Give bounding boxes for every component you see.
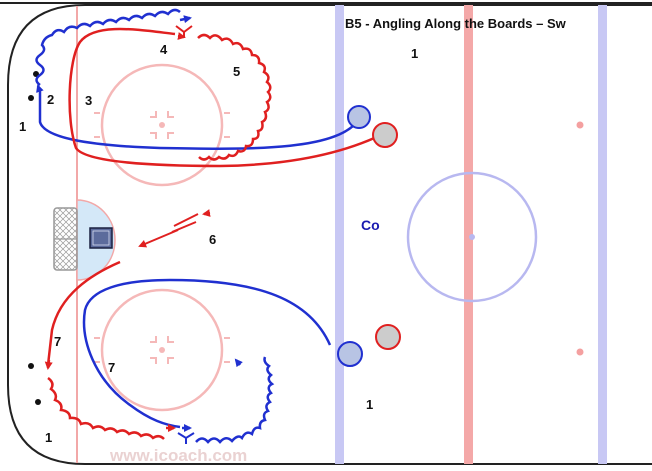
- label-2: 2: [47, 92, 54, 107]
- player-blue-top: [347, 105, 371, 129]
- neutral-dot-bottom: [576, 348, 584, 356]
- far-blue-line: [598, 5, 607, 464]
- player-red-top: [372, 122, 398, 148]
- puck: [28, 363, 34, 369]
- center-dot: [469, 234, 475, 240]
- diagram-title: B5 - Angling Along the Boards – Sw: [345, 16, 567, 31]
- red-path-bottom: [44, 260, 176, 440]
- label-3: 3: [85, 93, 92, 108]
- watermark: www.icoach.com: [109, 446, 247, 465]
- label-4: 4: [160, 42, 168, 57]
- rink-boards: [7, 4, 652, 465]
- label-7-blue: 7: [108, 360, 115, 375]
- red-path-top: [68, 25, 384, 217]
- pass-arrows: [138, 213, 199, 248]
- blue-path-top: [35, 8, 362, 150]
- puck: [35, 399, 41, 405]
- label-6: 6: [209, 232, 216, 247]
- goalie-marker: [89, 227, 113, 249]
- neutral-dot-top: [576, 121, 584, 129]
- label-1-bottom-left: 1: [45, 430, 52, 445]
- label-1-bottom-right: 1: [366, 397, 373, 412]
- puck: [28, 95, 34, 101]
- label-1-top-right: 1: [411, 46, 418, 61]
- faceoff-circle-bottom: [94, 288, 230, 412]
- center-red-line: [464, 5, 473, 464]
- blue-path-bottom: [82, 278, 332, 444]
- player-blue-bottom: [337, 341, 363, 367]
- player-red-bottom: [375, 324, 401, 350]
- faceoff-circle-top: [94, 63, 230, 187]
- blue-line: [335, 5, 344, 464]
- label-7-red: 7: [54, 334, 61, 349]
- label-1-left: 1: [19, 119, 26, 134]
- label-5: 5: [233, 64, 240, 79]
- label-coach: Co: [361, 217, 380, 233]
- center-circle: [406, 171, 538, 303]
